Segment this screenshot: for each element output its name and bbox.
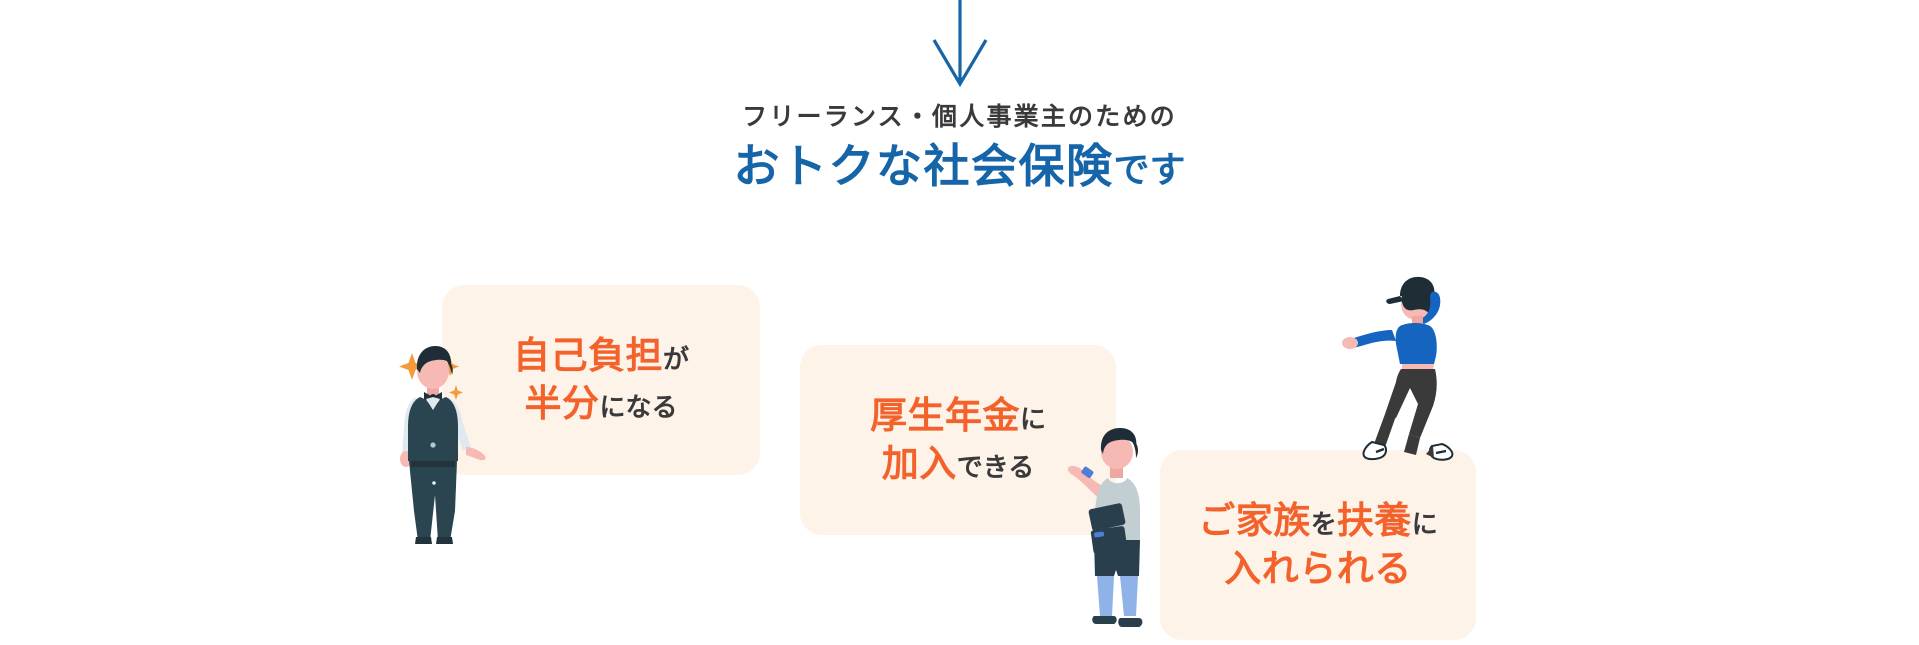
arrow-down-icon: [920, 0, 1000, 90]
walking-woman-illustration: [1330, 268, 1476, 468]
headline-tail: です: [1113, 148, 1186, 190]
headline-main: おトクな社会保険: [733, 139, 1114, 192]
benefit-emphasis: 厚生年金: [869, 394, 1020, 436]
benefit-emphasis: 入れられる: [1224, 548, 1412, 589]
heading-block: フリーランス・個人事業主のための おトクな社会保険です: [0, 103, 1919, 193]
waiter-illustration: [378, 335, 496, 545]
benefit-emphasis-2: 扶養: [1336, 499, 1412, 541]
benefit-suffix: に: [1019, 403, 1046, 434]
benefit-suffix: になる: [599, 392, 678, 422]
benefit-card-text: 厚生年金に 加入できる: [800, 392, 1116, 488]
benefit-line-2: 加入できる: [800, 440, 1116, 488]
page-title: おトクな社会保険です: [0, 139, 1919, 193]
benefit-line-2: 入れられる: [1160, 545, 1476, 593]
benefit-suffix: が: [662, 343, 689, 374]
benefit-mid: を: [1310, 508, 1337, 539]
benefit-line-1: 自己負担が: [442, 332, 760, 380]
benefit-card-pension: 厚生年金に 加入できる: [800, 345, 1116, 535]
benefit-card-text: 自己負担が 半分になる: [442, 332, 760, 428]
benefit-line-1: 厚生年金に: [800, 392, 1116, 440]
benefit-card-text: ご家族を扶養に 入れられる: [1160, 497, 1476, 593]
benefit-card-dependents: ご家族を扶養に 入れられる: [1160, 450, 1476, 640]
benefit-emphasis: ご家族: [1198, 499, 1311, 541]
benefit-line-1: ご家族を扶養に: [1160, 497, 1476, 545]
benefit-line-2: 半分になる: [442, 380, 760, 428]
benefit-emphasis: 自己負担: [512, 334, 663, 376]
benefit-emphasis: 加入: [881, 443, 957, 484]
benefit-card-self-payment: 自己負担が 半分になる: [442, 285, 760, 475]
benefit-suffix: できる: [956, 452, 1035, 482]
person-with-tablet-illustration: [1060, 420, 1178, 640]
benefit-emphasis: 半分: [524, 383, 600, 424]
eyebrow-text: フリーランス・個人事業主のための: [742, 103, 1177, 131]
benefit-suffix: に: [1411, 508, 1438, 539]
